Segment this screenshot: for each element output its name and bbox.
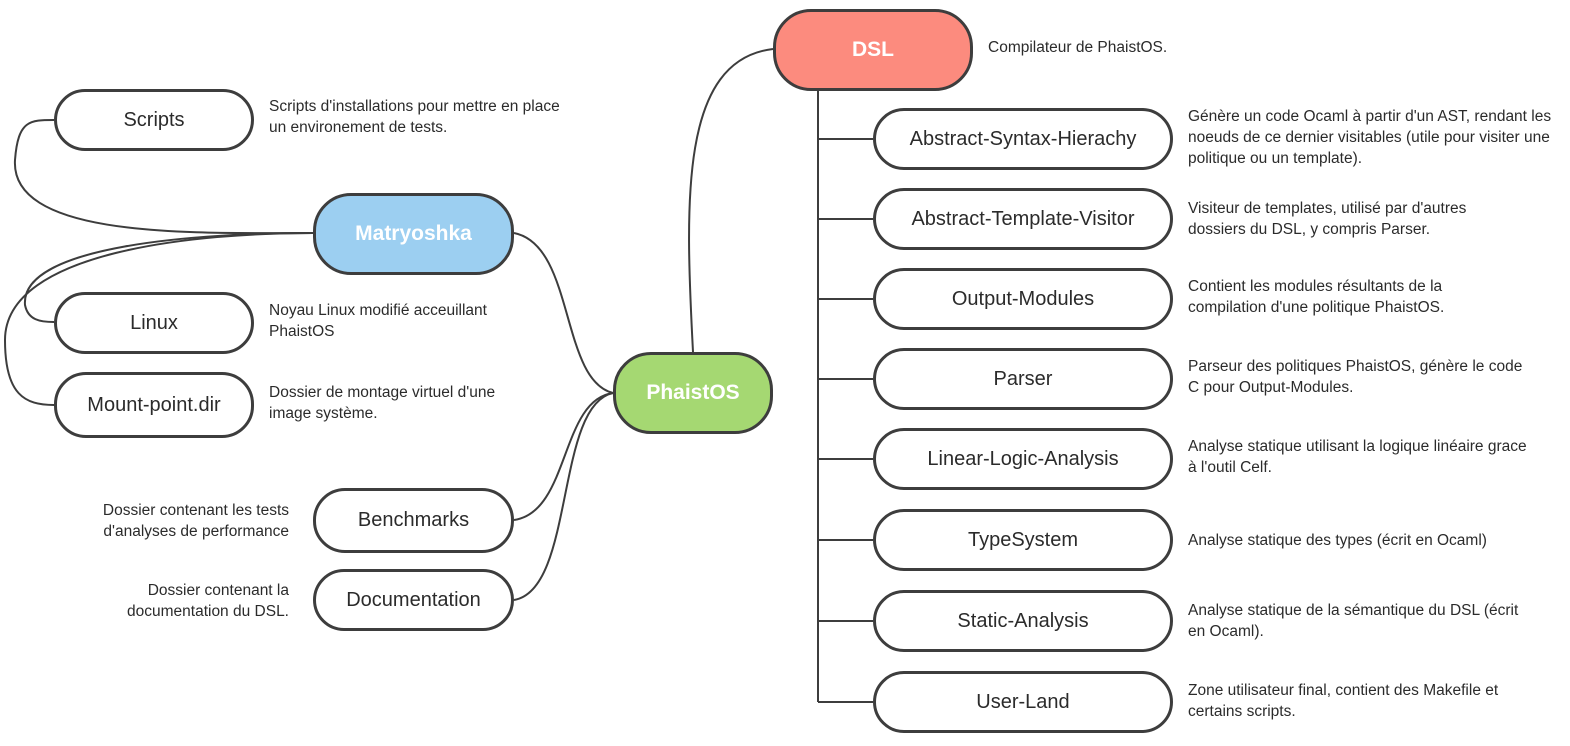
dsl-description: Compilateur de PhaistOS.: [988, 39, 1168, 56]
linux-label: Linux: [130, 311, 178, 334]
dsl-child-description: Génère un code Ocaml à partir d'un AST, …: [1188, 108, 1552, 167]
dsl-child-label: Linear-Logic-Analysis: [927, 447, 1119, 470]
dsl-child-label: Output-Modules: [951, 287, 1095, 310]
dsl-child-user-land[interactable]: User-Land: [873, 671, 1173, 733]
benchmarks-label: Benchmarks: [357, 509, 470, 531]
dsl-child-label: Abstract-Syntax-Hierachy: [909, 127, 1137, 150]
dsl-child-label: Abstract-Template-Visitor: [911, 207, 1135, 230]
linux-node[interactable]: Linux: [54, 292, 254, 354]
phaistos-label: PhaistOS: [646, 381, 740, 404]
link-matryoshka-mountpoint: [3, 232, 314, 406]
dsl-child-label: TypeSystem: [967, 528, 1079, 551]
benchmarks-description: Dossier contenant les tests d'analyses d…: [102, 502, 289, 540]
documentation-label: Documentation: [346, 588, 481, 611]
dsl-node[interactable]: DSL: [773, 9, 973, 91]
mountpoint-label: Mount-point.dir: [87, 393, 221, 416]
dsl-child-abstract-syntax-hierachy[interactable]: Abstract-Syntax-Hierachy: [873, 108, 1173, 170]
dsl-child-parser[interactable]: Parser: [873, 348, 1173, 410]
dsl-child-typesystem[interactable]: TypeSystem: [873, 509, 1173, 571]
link-phaistos-dsl: [688, 48, 774, 353]
dsl-child-label: User-Land: [976, 690, 1070, 713]
dsl-child-description: Analyse statique utilisant la logique li…: [1188, 438, 1527, 476]
link-phaistos-benchmarks: [513, 392, 614, 521]
dsl-child-description: Parseur des politiques PhaistOS, génère …: [1188, 358, 1523, 396]
matryoshka-node[interactable]: Matryoshka: [313, 193, 514, 275]
dsl-child-linear-logic-analysis[interactable]: Linear-Logic-Analysis: [873, 428, 1173, 490]
dsl-child-output-modules[interactable]: Output-Modules: [873, 268, 1173, 330]
benchmarks-node[interactable]: Benchmarks: [313, 488, 514, 553]
dsl-child-static-analysis[interactable]: Static-Analysis: [873, 590, 1173, 652]
documentation-description: Dossier contenant la documentation du DS…: [127, 582, 289, 620]
scripts-label: Scripts: [123, 108, 185, 131]
dsl-child-description: Zone utilisateur final, contient des Mak…: [1188, 682, 1499, 720]
phaistos-node[interactable]: PhaistOS: [613, 352, 773, 434]
linux-description: Noyau Linux modifié acceuillant PhaistOS: [269, 302, 487, 340]
link-matryoshka-scripts: [13, 119, 314, 235]
matryoshka-label: Matryoshka: [355, 222, 472, 245]
mountpoint-node[interactable]: Mount-point.dir: [54, 372, 254, 438]
dsl-child-label: Static-Analysis: [957, 609, 1089, 632]
dsl-label: DSL: [852, 38, 894, 61]
dsl-child-description: Visiteur de templates, utilisé par d'aut…: [1188, 200, 1467, 238]
dsl-child-label: Parser: [993, 367, 1053, 390]
dsl-child-description: Analyse statique de la sémantique du DSL…: [1188, 602, 1519, 640]
dsl-child-description: Contient les modules résultants de la co…: [1188, 278, 1445, 316]
dsl-child-description: Analyse statique des types (écrit en Oca…: [1188, 532, 1487, 549]
mountpoint-description: Dossier de montage virtuel d'une image s…: [269, 384, 496, 422]
dsl-child-abstract-template-visitor[interactable]: Abstract-Template-Visitor: [873, 188, 1173, 250]
documentation-node[interactable]: Documentation: [313, 569, 514, 631]
link-phaistos-documentation: [513, 392, 614, 601]
scripts-node[interactable]: Scripts: [54, 89, 254, 151]
scripts-description: Scripts d'installations pour mettre en p…: [269, 98, 560, 136]
link-phaistos-matryoshka: [513, 232, 614, 394]
